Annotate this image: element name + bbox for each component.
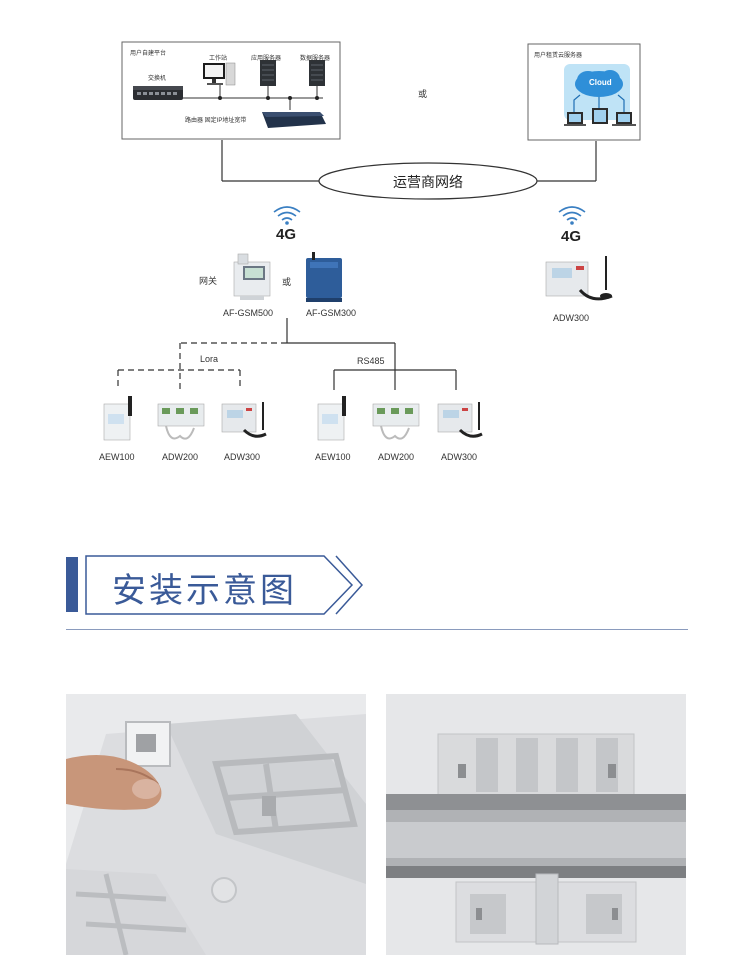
lora-device-label-2: ADW200 <box>162 452 199 462</box>
cloud-icon <box>564 64 636 126</box>
install-photo-clip <box>66 694 366 955</box>
carrier-network-label: 运营商网络 <box>393 174 463 190</box>
section-title: 安装示意图 <box>112 571 297 611</box>
meter-adw300-right-icon <box>545 256 613 301</box>
or-top-label: 或 <box>418 89 428 99</box>
device-adw300-rs485-icon <box>437 402 483 438</box>
rs485-device-label-1: AEW100 <box>315 452 351 462</box>
gateway-gsm300-label: AF-GSM300 <box>306 308 357 318</box>
db-server-icon <box>309 60 325 86</box>
switch-icon <box>133 86 183 100</box>
signal-4g-right: 4G <box>561 228 582 245</box>
network-diagram <box>103 41 641 441</box>
rs485-device-label-3: ADW300 <box>441 452 478 462</box>
lora-device-label-3: ADW300 <box>224 452 261 462</box>
app-server-icon <box>260 60 276 86</box>
workstation-icon <box>203 62 236 86</box>
section-title-frame <box>85 555 364 615</box>
router-icon <box>262 112 326 128</box>
wifi-icon-right <box>558 206 586 221</box>
cloud-text: Cloud <box>589 78 612 87</box>
gateway-gsm500-label: AF-GSM500 <box>223 308 274 318</box>
cloud-platform-label: 用户租赁云服务器 <box>534 53 583 59</box>
meter-adw300-right-label: ADW300 <box>553 313 590 323</box>
router-label: 路由器 固定IP地址宽带 <box>185 118 247 124</box>
switch-label: 交换机 <box>148 76 167 82</box>
lora-label: Lora <box>200 354 219 364</box>
device-adw200-lora-icon <box>157 403 205 440</box>
db-server-label: 数据服务器 <box>300 56 331 62</box>
rs485-device-label-2: ADW200 <box>378 452 415 462</box>
lora-device-label-1: AEW100 <box>99 452 135 462</box>
gateway-gsm300-icon <box>306 252 342 302</box>
gateway-gsm500-icon <box>233 253 271 300</box>
private-platform-label: 用户自建平台 <box>130 51 167 57</box>
app-server-label: 应用服务器 <box>251 56 282 62</box>
section-accent-bar <box>66 557 78 612</box>
wifi-icon-left <box>273 206 301 221</box>
install-photo-din-rail <box>386 694 686 955</box>
or-gateway-label: 或 <box>282 277 292 287</box>
workstation-label: 工作站 <box>209 56 228 62</box>
carrier-network-ellipse <box>318 162 538 200</box>
signal-4g-left: 4G <box>276 226 297 243</box>
section-divider <box>66 629 688 630</box>
device-adw200-rs485-icon <box>372 403 420 440</box>
gateway-label: 网关 <box>199 276 218 286</box>
device-adw300-lora-icon <box>221 402 267 438</box>
rs485-label: RS485 <box>357 356 385 366</box>
device-aew100-lora-icon <box>103 396 132 441</box>
device-aew100-rs485-icon <box>317 396 346 441</box>
